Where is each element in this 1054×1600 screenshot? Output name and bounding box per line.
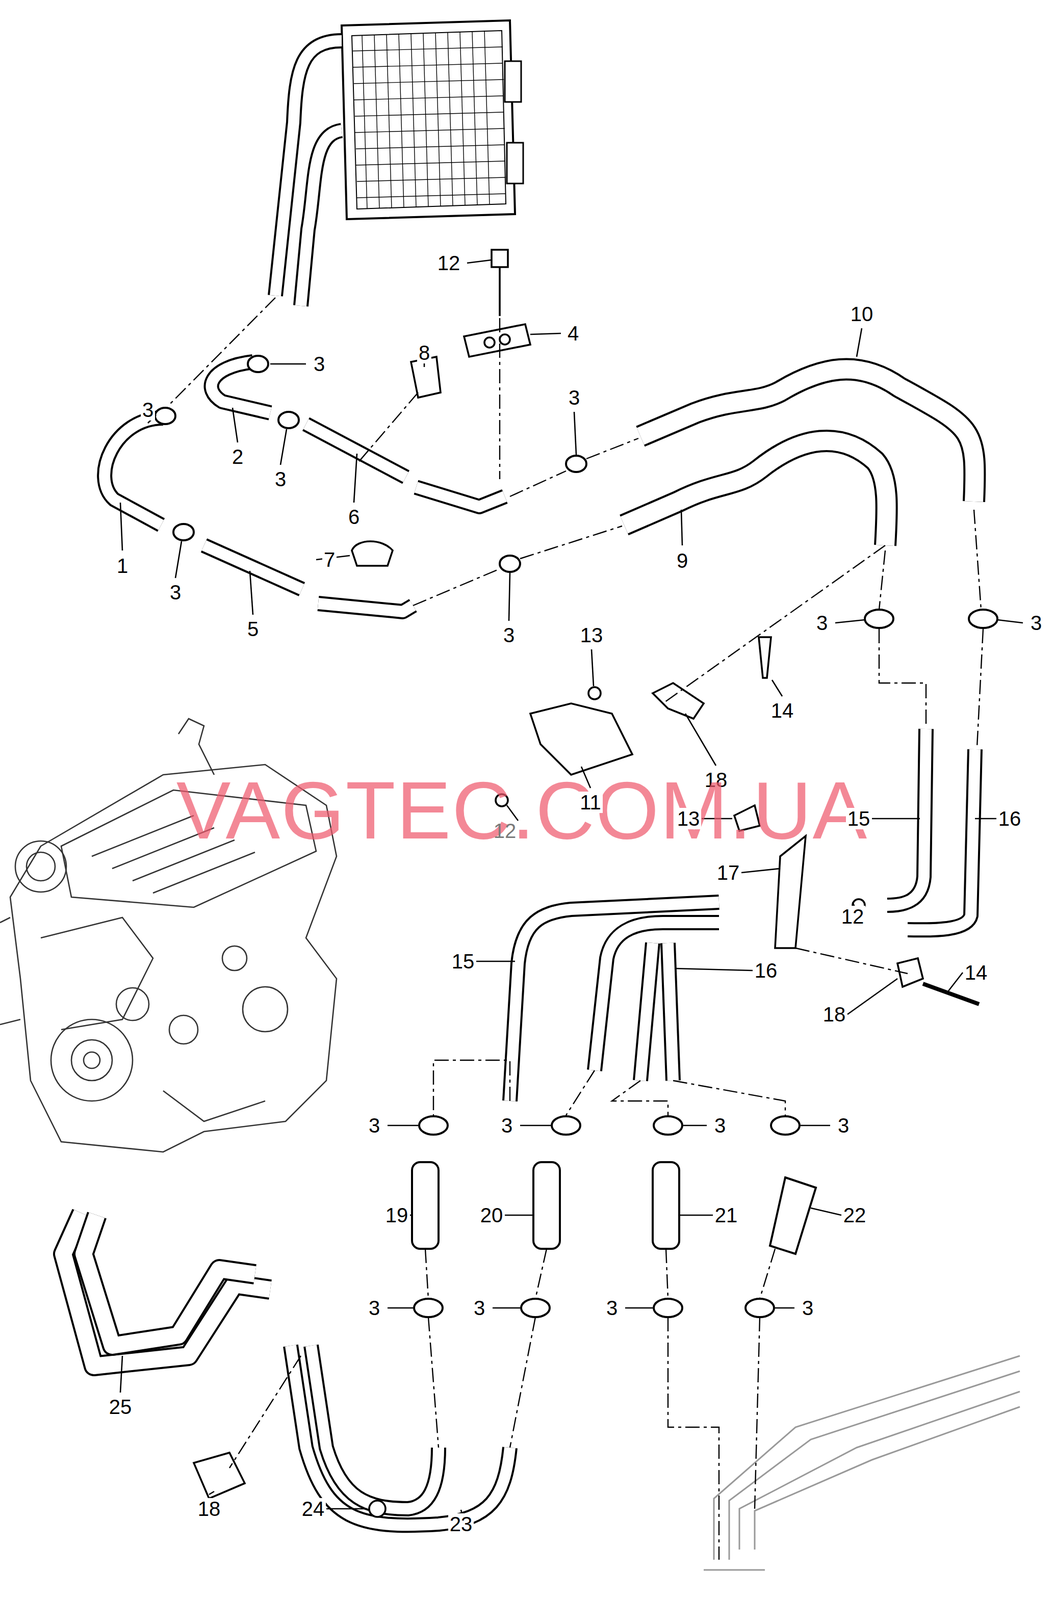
callout-number: 14 <box>769 700 796 722</box>
pipe-assembly <box>703 1356 1020 1571</box>
callout-number: 3 <box>168 581 183 604</box>
callout-number: 9 <box>675 550 690 572</box>
leader-lines <box>120 260 1023 1524</box>
callout-number: 3 <box>501 624 517 647</box>
callout-number: 3 <box>140 399 156 421</box>
callout-number: 13 <box>675 808 702 830</box>
callout-number: 13 <box>578 624 605 647</box>
callout-number: 15 <box>450 950 477 973</box>
brackets <box>193 249 980 1518</box>
callout-number: 18 <box>196 1498 223 1521</box>
callout-number: 4 <box>566 322 581 345</box>
callout-number: 16 <box>996 808 1023 830</box>
callout-number: 3 <box>712 1115 728 1137</box>
callout-number: 14 <box>963 962 990 984</box>
callout-number: 21 <box>713 1204 740 1227</box>
callout-number: 3 <box>312 353 327 375</box>
callout-number: 10 <box>849 303 876 325</box>
callout-number: 2 <box>230 446 245 468</box>
callout-number: 3 <box>367 1297 382 1320</box>
callout-number: 12 <box>839 906 866 928</box>
callout-number: 3 <box>1029 612 1044 634</box>
watermark: VAGTEC.COM.UA <box>176 769 868 852</box>
callout-number: 3 <box>367 1115 382 1137</box>
callout-number: 12 <box>435 252 462 274</box>
callout-number: 17 <box>715 862 742 884</box>
callout-number: 22 <box>841 1204 868 1227</box>
callout-number: 8 <box>417 342 432 364</box>
callout-number: 1 <box>115 555 130 577</box>
callout-number: 3 <box>273 468 288 491</box>
hose-clamps <box>155 355 998 1318</box>
coolant-hoses <box>63 40 975 1526</box>
callout-number: 23 <box>448 1513 475 1536</box>
callout-number: 19 <box>383 1204 410 1227</box>
callout-number: 5 <box>245 618 261 640</box>
callout-number: 3 <box>800 1297 815 1320</box>
heater-core <box>341 20 524 220</box>
callout-number: 15 <box>845 808 872 830</box>
callout-number: 12 <box>492 820 519 842</box>
callout-number: 16 <box>753 960 780 982</box>
callout-number: 11 <box>578 791 603 814</box>
callout-number: 18 <box>821 1004 848 1026</box>
callout-number: 24 <box>300 1498 327 1521</box>
callout-number: 3 <box>567 387 582 409</box>
callout-number: 25 <box>107 1396 134 1419</box>
callout-number: 3 <box>604 1297 620 1320</box>
callout-number: 3 <box>836 1115 851 1137</box>
assembly-lines <box>168 297 984 1561</box>
callout-number: 3 <box>814 612 830 634</box>
callout-number: 3 <box>499 1115 514 1137</box>
callout-number: 3 <box>472 1297 487 1320</box>
callout-number: 20 <box>478 1204 505 1227</box>
callout-number: 6 <box>346 506 362 528</box>
callout-number: 7 <box>322 549 337 571</box>
